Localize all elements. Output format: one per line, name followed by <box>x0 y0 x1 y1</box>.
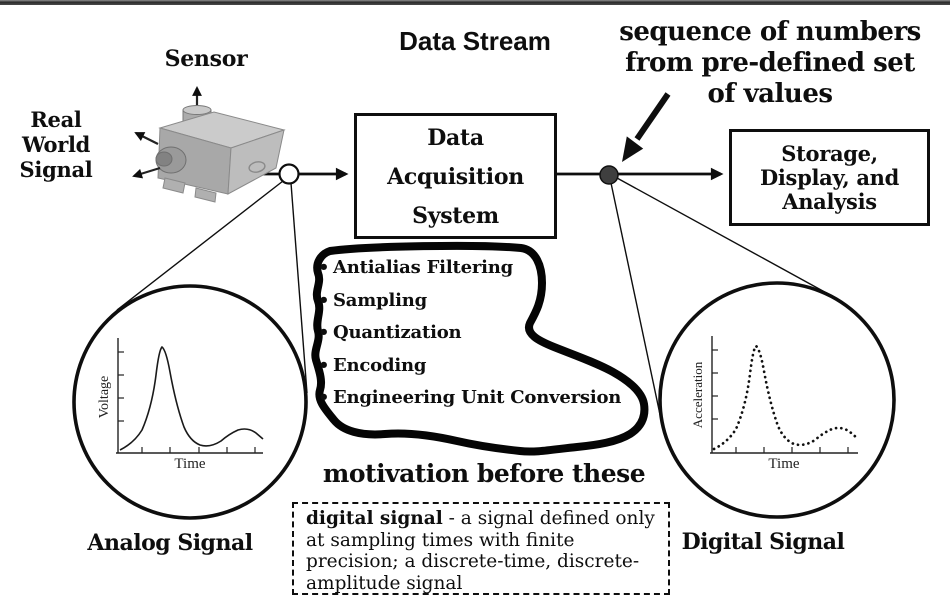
storage-box-line-3: Analysis <box>782 188 877 214</box>
definition-line-3: precision; a discrete-time, discrete- <box>306 551 640 572</box>
step-label: Sampling <box>333 289 428 311</box>
sequence-note-line-2: from pre-defined set <box>625 48 915 78</box>
sequence-note: sequence of numbers from pre-defined set… <box>605 17 935 110</box>
storage-display-analysis-box: Storage, Display, and Analysis <box>729 129 930 226</box>
step-sampling: • Sampling <box>318 290 653 323</box>
sensor-icon <box>132 86 286 203</box>
digital-xlabel: Time <box>768 456 799 472</box>
analog-curve <box>119 345 264 451</box>
storage-box-line-1: Storage, <box>781 140 878 166</box>
rws-line-2: World <box>21 132 91 157</box>
rws-line-3: Signal <box>19 157 93 182</box>
analog-plot <box>116 338 264 454</box>
definition-line-1-rest: - a signal defined only <box>442 508 655 529</box>
magnifier-lines <box>116 177 833 425</box>
sequence-note-line-3: of values <box>707 79 834 109</box>
analog-xlabel: Time <box>174 456 205 472</box>
analog-tap-circle-icon <box>278 163 300 185</box>
step-label: Antialias Filtering <box>333 257 514 278</box>
daq-box-line-3: System <box>412 203 499 229</box>
analog-ylabel: Voltage <box>97 376 112 419</box>
daq-box-line-2: Acquisition <box>387 164 524 190</box>
definition-box: digital signal - a signal defined only a… <box>292 502 670 595</box>
sensor-label: Sensor <box>164 46 248 72</box>
analog-signal-circle: Voltage Time <box>72 284 308 520</box>
daq-system-box: Data Acquisition System <box>354 113 557 239</box>
bullet-icon: • <box>318 354 330 376</box>
step-label: Engineering Unit Conversion <box>333 387 622 408</box>
digital-signal-caption: Digital Signal <box>681 529 845 555</box>
bullet-icon: • <box>318 387 330 408</box>
step-antialias-filtering: • Antialias Filtering <box>318 257 653 290</box>
step-label: Quantization <box>333 322 462 343</box>
step-label: Encoding <box>333 354 427 376</box>
rws-line-1: Real <box>30 107 82 132</box>
digital-plot <box>710 336 859 454</box>
analog-signal-caption: Analog Signal <box>87 530 253 556</box>
definition-line-1: digital signal - a signal defined only <box>306 508 658 530</box>
digital-ylabel: Acceleration <box>690 361 705 428</box>
bullet-icon: • <box>318 289 330 311</box>
digital-dotted-curve <box>712 344 859 451</box>
step-engineering-unit-conversion: • Engineering Unit Conversion <box>318 387 653 420</box>
top-border-bar <box>0 0 950 5</box>
processing-steps-blob <box>311 241 649 456</box>
daq-box-line-1: Data <box>427 125 484 151</box>
step-quantization: • Quantization <box>318 322 653 355</box>
definition-line-4: amplitude signal <box>306 572 463 594</box>
storage-box-line-2: Display, and <box>759 164 900 190</box>
sequence-note-line-1: sequence of numbers <box>619 17 921 47</box>
definition-term: digital signal <box>306 508 443 529</box>
step-encoding: • Encoding <box>318 355 653 388</box>
motivation-text: motivation before these <box>322 459 646 488</box>
digital-tap-dot-icon <box>599 165 619 185</box>
data-stream-title: Data Stream <box>399 26 551 56</box>
bullet-icon: • <box>318 257 330 278</box>
real-world-signal-label: Real World Signal <box>0 107 112 182</box>
processing-steps-list: • Antialias Filtering • Sampling • Quant… <box>318 257 653 420</box>
sequence-arrow-icon <box>622 92 671 162</box>
definition-line-2: at sampling times with finite <box>306 529 575 551</box>
bullet-icon: • <box>318 322 330 343</box>
digital-signal-circle: Acceleration Time <box>658 281 896 519</box>
